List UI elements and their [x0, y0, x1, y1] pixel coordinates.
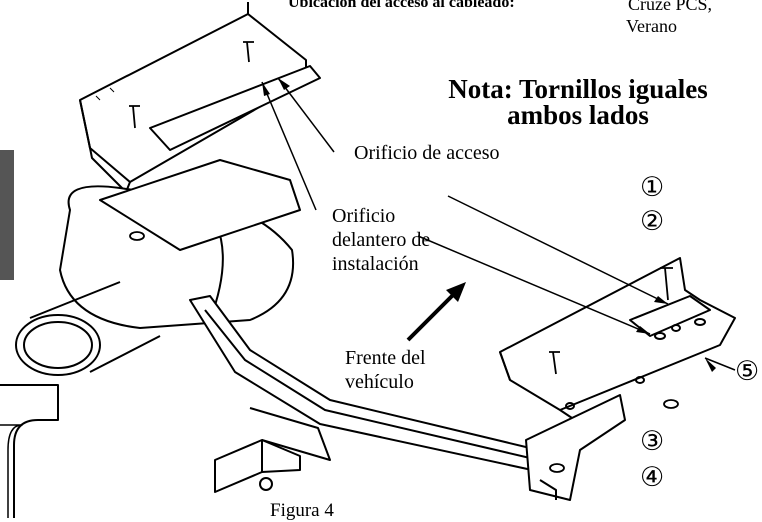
front-of-vehicle-line1: Frente del: [345, 347, 426, 369]
center-plate: [99, 159, 301, 251]
figure-caption: Figura 4: [270, 500, 334, 521]
photo-fragment: [0, 150, 14, 280]
front-of-vehicle-label: Frente del vehículo: [345, 346, 426, 394]
callout-number-4: ④: [640, 462, 665, 493]
front-hole-line3: instalación: [332, 253, 419, 275]
wiring-access-label: Ubicación del acceso al cableado:: [288, 0, 515, 11]
bolts: [129, 41, 679, 473]
front-hole-line2: delantero de: [332, 229, 431, 251]
callout-number-1: ①: [640, 172, 665, 203]
front-hole-line1: Orificio: [332, 205, 396, 227]
callout-number-5: ⑤: [735, 356, 760, 387]
callout-number-2: ②: [640, 206, 665, 237]
note-line1: Nota: Tornillos iguales: [448, 74, 708, 104]
front-hole-label: Orificio delantero de instalación: [332, 204, 430, 276]
vehicle-models-line2: Verano: [626, 16, 677, 36]
access-hole-label: Orificio de acceso: [354, 142, 500, 164]
right-bracket: [499, 257, 736, 501]
left-bracket: [79, 2, 321, 193]
receiver: [214, 407, 331, 493]
callout-number-3: ③: [640, 426, 665, 457]
leader-lines: [261, 77, 736, 371]
note-heading: Nota: Tornillos iguales ambos lados: [398, 74, 758, 130]
vehicle-models-line1: Cruze PCS,: [628, 0, 713, 14]
inset-box: [0, 384, 59, 518]
note-line2: ambos lados: [507, 100, 649, 130]
front-of-vehicle-line2: vehículo: [345, 371, 414, 393]
front-arrow: [406, 282, 466, 342]
